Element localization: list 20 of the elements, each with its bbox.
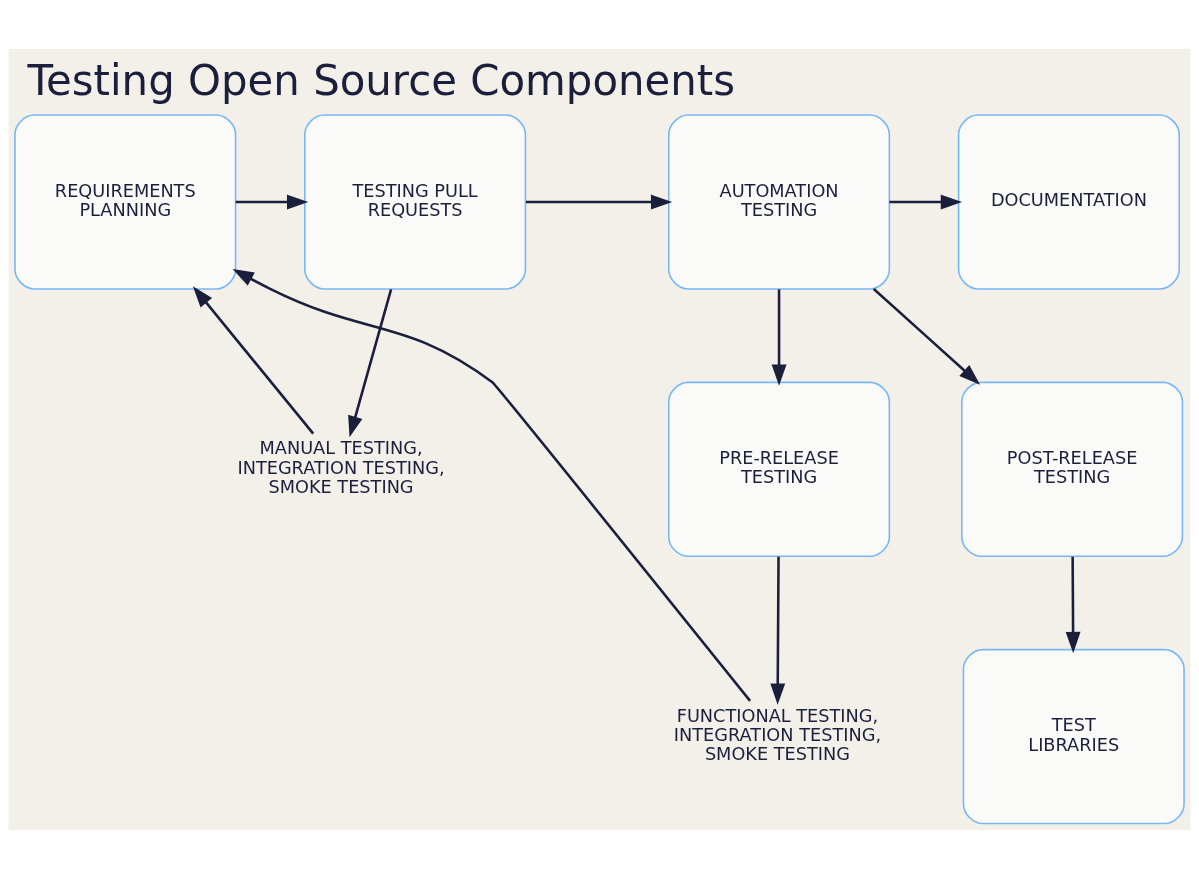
arrow [192, 286, 315, 435]
node-box: DOCUMENTATION [957, 114, 1180, 290]
node-box: REQUIREMENTS PLANNING [14, 114, 237, 290]
node-text: MANUAL TESTING, INTEGRATION TESTING, SMOKE TESTING [237, 438, 445, 498]
arrow [348, 289, 393, 438]
arrow [232, 268, 752, 702]
node-box: POST-RELEASE TESTING [961, 381, 1184, 558]
arrow [872, 288, 981, 385]
arrow [770, 556, 786, 705]
node-text: FUNCTIONAL TESTING, INTEGRATION TESTING, SMOKE TESTING [673, 705, 882, 765]
arrow [526, 194, 673, 210]
node-box: TEST LIBRARIES [962, 648, 1185, 825]
arrow [1065, 556, 1081, 654]
arrow [771, 289, 787, 386]
arrow [889, 194, 963, 210]
node-box: PRE-RELEASE TESTING [667, 381, 891, 558]
arrow [235, 194, 309, 210]
node-box: TESTING PULL REQUESTS [304, 114, 527, 290]
node-box: AUTOMATION TESTING [667, 114, 891, 290]
diagram-title: Testing Open Source Components [27, 56, 736, 106]
